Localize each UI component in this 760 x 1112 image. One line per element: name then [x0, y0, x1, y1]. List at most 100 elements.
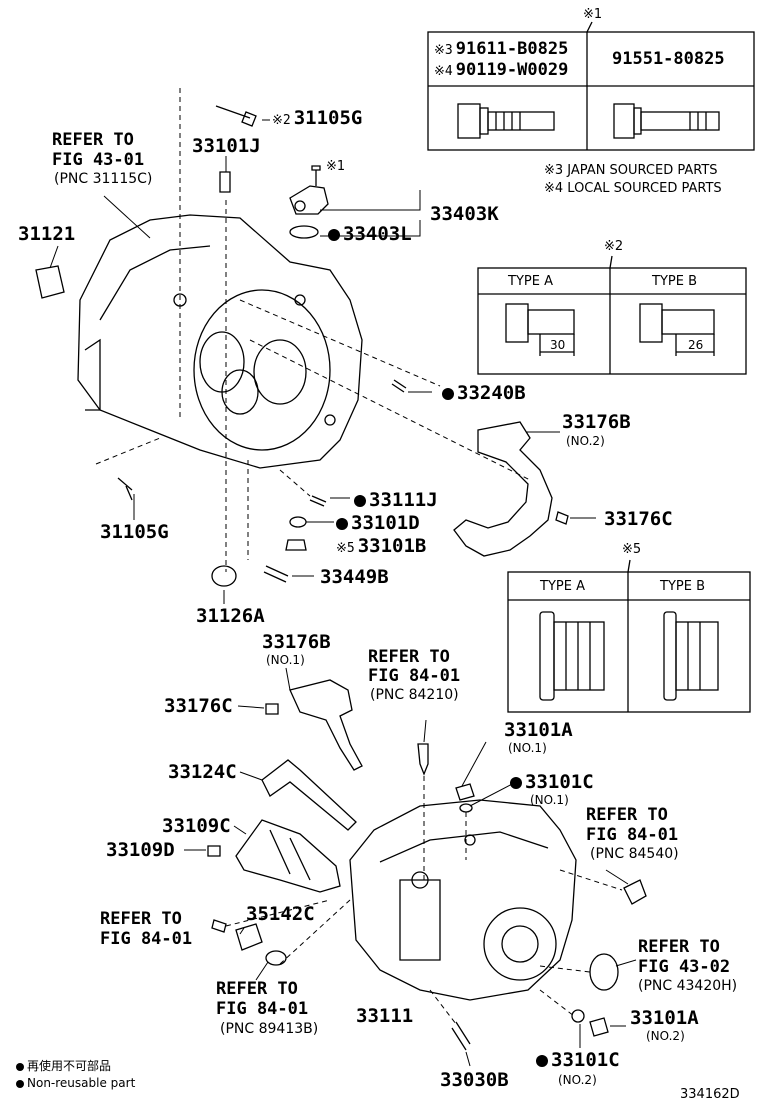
label-31121[interactable]: 31121: [18, 223, 76, 245]
leader-lines-upper: [49, 119, 596, 604]
label-33111[interactable]: 33111: [356, 1005, 414, 1027]
note1-mark: ※1: [583, 7, 603, 22]
ref-fig-84-01-c-line1[interactable]: REFER TO: [100, 909, 182, 929]
note2-type-a: TYPE A: [508, 274, 553, 289]
dashed-lines-upper: [95, 88, 531, 572]
non-reusable-dot-icon: [536, 1055, 548, 1067]
bolt-drawing-left: [457, 103, 555, 139]
label-33101a-bot[interactable]: 33101A: [630, 1007, 699, 1029]
screw-mark: ※1: [326, 159, 346, 174]
note1-table: [427, 21, 755, 151]
label-33240b[interactable]: 33240B: [442, 383, 526, 403]
note5-mark: ※5: [622, 542, 642, 557]
label-33101d[interactable]: 33101D: [336, 513, 420, 533]
note5-type-b: TYPE B: [660, 579, 705, 594]
label-31126a[interactable]: 31126A: [196, 605, 265, 627]
label-33176c-bot[interactable]: 33176C: [164, 695, 233, 717]
ref-fig-43-02-line1[interactable]: REFER TO: [638, 937, 720, 957]
ref-fig-84-01-a-line1[interactable]: REFER TO: [368, 647, 450, 667]
ref-fig-84-01-b-line3: (PNC 84540): [590, 846, 679, 862]
non-reusable-dot-icon: [354, 495, 366, 507]
label-33101b-mark: ※5: [336, 541, 355, 556]
dashed-lines-lower: [225, 776, 623, 1025]
label-33449b[interactable]: 33449B: [320, 566, 389, 588]
note2-table: [477, 255, 747, 375]
label-33030b[interactable]: 33030B: [440, 1069, 509, 1091]
non-reusable-dot-icon: [442, 388, 454, 400]
label-33101c-bot[interactable]: 33101C: [536, 1050, 620, 1070]
label-33176b-top-sub: (NO.2): [566, 434, 605, 448]
ref-fig-84-01-c-line2[interactable]: FIG 84-01: [100, 929, 193, 949]
note2-type-b: TYPE B: [652, 274, 697, 289]
note2-mark: ※2: [604, 239, 624, 254]
label-31105g-left[interactable]: 31105G: [100, 521, 169, 543]
transaxle-case-drawing: [349, 799, 577, 1001]
part-33176b-no2-drawing: [453, 421, 553, 557]
legend-text-jp: 再使用不可部品: [27, 1059, 112, 1073]
part-33176b-no1-drawing: [265, 679, 363, 771]
non-reusable-dot-icon: [328, 229, 340, 241]
legend-dot-icon: [16, 1063, 24, 1071]
label-33176b-bot[interactable]: 33176B: [262, 631, 331, 653]
label-33101c-top-sub: (NO.1): [530, 793, 569, 807]
label-33109d[interactable]: 33109D: [106, 839, 175, 861]
part-33403k-drawing: [289, 165, 329, 239]
ref-fig-43-02-line3: (PNC 43420H): [638, 978, 738, 994]
bolt-drawing-right: [613, 103, 720, 139]
transaxle-housing-drawing: [77, 214, 363, 469]
label-33240b-text: 33240B: [457, 382, 526, 404]
sensor-parts-drawing: [211, 743, 647, 1051]
label-33111j[interactable]: 33111J: [354, 490, 438, 510]
note1-row3-part: 91611-B0825: [455, 39, 569, 59]
ref-fig-43-01-line2[interactable]: FIG 43-01: [52, 150, 145, 170]
label-33109c[interactable]: 33109C: [162, 815, 231, 837]
note1-part-right: 91551-80825: [612, 49, 725, 69]
note1-row4-mark: ※4: [434, 64, 453, 79]
label-33101d-text: 33101D: [351, 512, 420, 534]
non-reusable-dot-icon: [510, 777, 522, 789]
label-33101j[interactable]: 33101J: [192, 135, 261, 157]
label-33124c[interactable]: 33124C: [168, 761, 237, 783]
note1-note-local: ※4 LOCAL SOURCED PARTS: [544, 181, 722, 196]
label-31105g-top-mark: ※2: [272, 113, 291, 128]
ref-fig-84-01-a-line3: (PNC 84210): [370, 687, 459, 703]
note1-note-japan: ※3 JAPAN SOURCED PARTS: [544, 163, 718, 178]
label-33101a-top[interactable]: 33101A: [504, 719, 573, 741]
non-reusable-dot-icon: [336, 518, 348, 530]
ref-fig-84-01-d-line2[interactable]: FIG 84-01: [216, 999, 309, 1019]
label-33101a-bot-sub: (NO.2): [646, 1029, 685, 1043]
label-33101a-top-sub: (NO.1): [508, 741, 547, 755]
ref-fig-84-01-b-line1[interactable]: REFER TO: [586, 805, 668, 825]
ref-fig-84-01-a-line2[interactable]: FIG 84-01: [368, 666, 461, 686]
label-33101b-text: 33101B: [357, 535, 427, 557]
label-33101c-top[interactable]: 33101C: [510, 772, 594, 792]
part-33109c-drawing: [207, 819, 341, 893]
label-35142c[interactable]: 35142C: [246, 903, 315, 925]
label-33176b-top[interactable]: 33176B: [562, 411, 631, 433]
ref-fig-84-01-d-line3: (PNC 89413B): [220, 1021, 319, 1037]
ref-fig-84-01-d-line1[interactable]: REFER TO: [216, 979, 298, 999]
label-33403l-text: 33403L: [343, 223, 412, 245]
ref-fig-43-02-line2[interactable]: FIG 43-02: [638, 957, 731, 977]
leader-lines-lower: [184, 667, 637, 1067]
label-31105g-top-text: 31105G: [293, 107, 363, 129]
legend-dot-icon: [16, 1080, 24, 1088]
part-31121-drawing: [35, 265, 65, 299]
note1-row3-mark: ※3: [434, 43, 453, 58]
label-33403l[interactable]: 33403L: [328, 224, 412, 244]
note2-dim-a: 30: [550, 338, 566, 352]
note5-type-a: TYPE A: [540, 579, 585, 594]
label-33403k[interactable]: 33403K: [430, 203, 499, 225]
label-33176b-bot-sub: (NO.1): [266, 653, 305, 667]
label-33101c-bot-text: 33101C: [551, 1049, 620, 1071]
label-33176c-top[interactable]: 33176C: [604, 508, 673, 530]
bolt-top-drawing: [215, 105, 257, 193]
note1-row4-part: 90119-W0029: [455, 60, 569, 80]
ref-fig-43-01-line1[interactable]: REFER TO: [52, 130, 134, 150]
ref-fig-84-01-b-line2[interactable]: FIG 84-01: [586, 825, 679, 845]
